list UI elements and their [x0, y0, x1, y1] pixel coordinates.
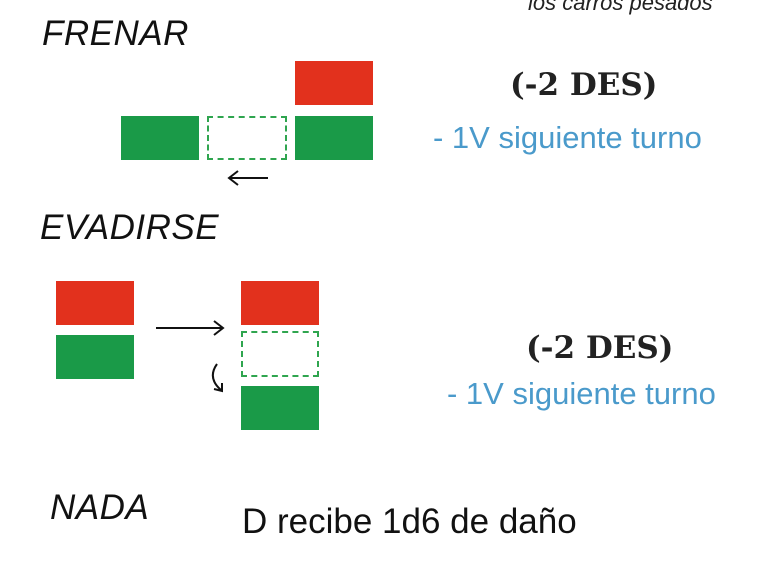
evadirse-red-car-end: [241, 281, 319, 325]
nada-effect: D recibe 1d6 de daño: [242, 502, 577, 541]
evadirse-penalty: (-2 DES): [526, 330, 674, 366]
evadirse-red-car-start: [56, 281, 134, 325]
frenar-effect: - 1V siguiente turno: [433, 120, 702, 155]
evadirse-right-arrow-icon: [156, 320, 225, 336]
top-note: los carros pesados: [528, 0, 713, 15]
frenar-green-car-new: [121, 116, 199, 160]
frenar-ghost-position: [207, 116, 287, 160]
frenar-title: FRENAR: [42, 14, 189, 53]
frenar-left-arrow-icon: [227, 170, 268, 186]
evadirse-title: EVADIRSE: [40, 208, 220, 247]
evadirse-green-car-start: [56, 335, 134, 379]
frenar-penalty: (-2 DES): [510, 67, 658, 103]
nada-title: NADA: [50, 488, 150, 527]
frenar-red-car: [295, 61, 373, 105]
evadirse-ghost-position: [241, 331, 319, 377]
evadirse-curved-arrow-icon: [211, 363, 223, 393]
frenar-green-car: [295, 116, 373, 160]
evadirse-effect: - 1V siguiente turno: [447, 376, 716, 411]
evadirse-green-car-end: [241, 386, 319, 430]
